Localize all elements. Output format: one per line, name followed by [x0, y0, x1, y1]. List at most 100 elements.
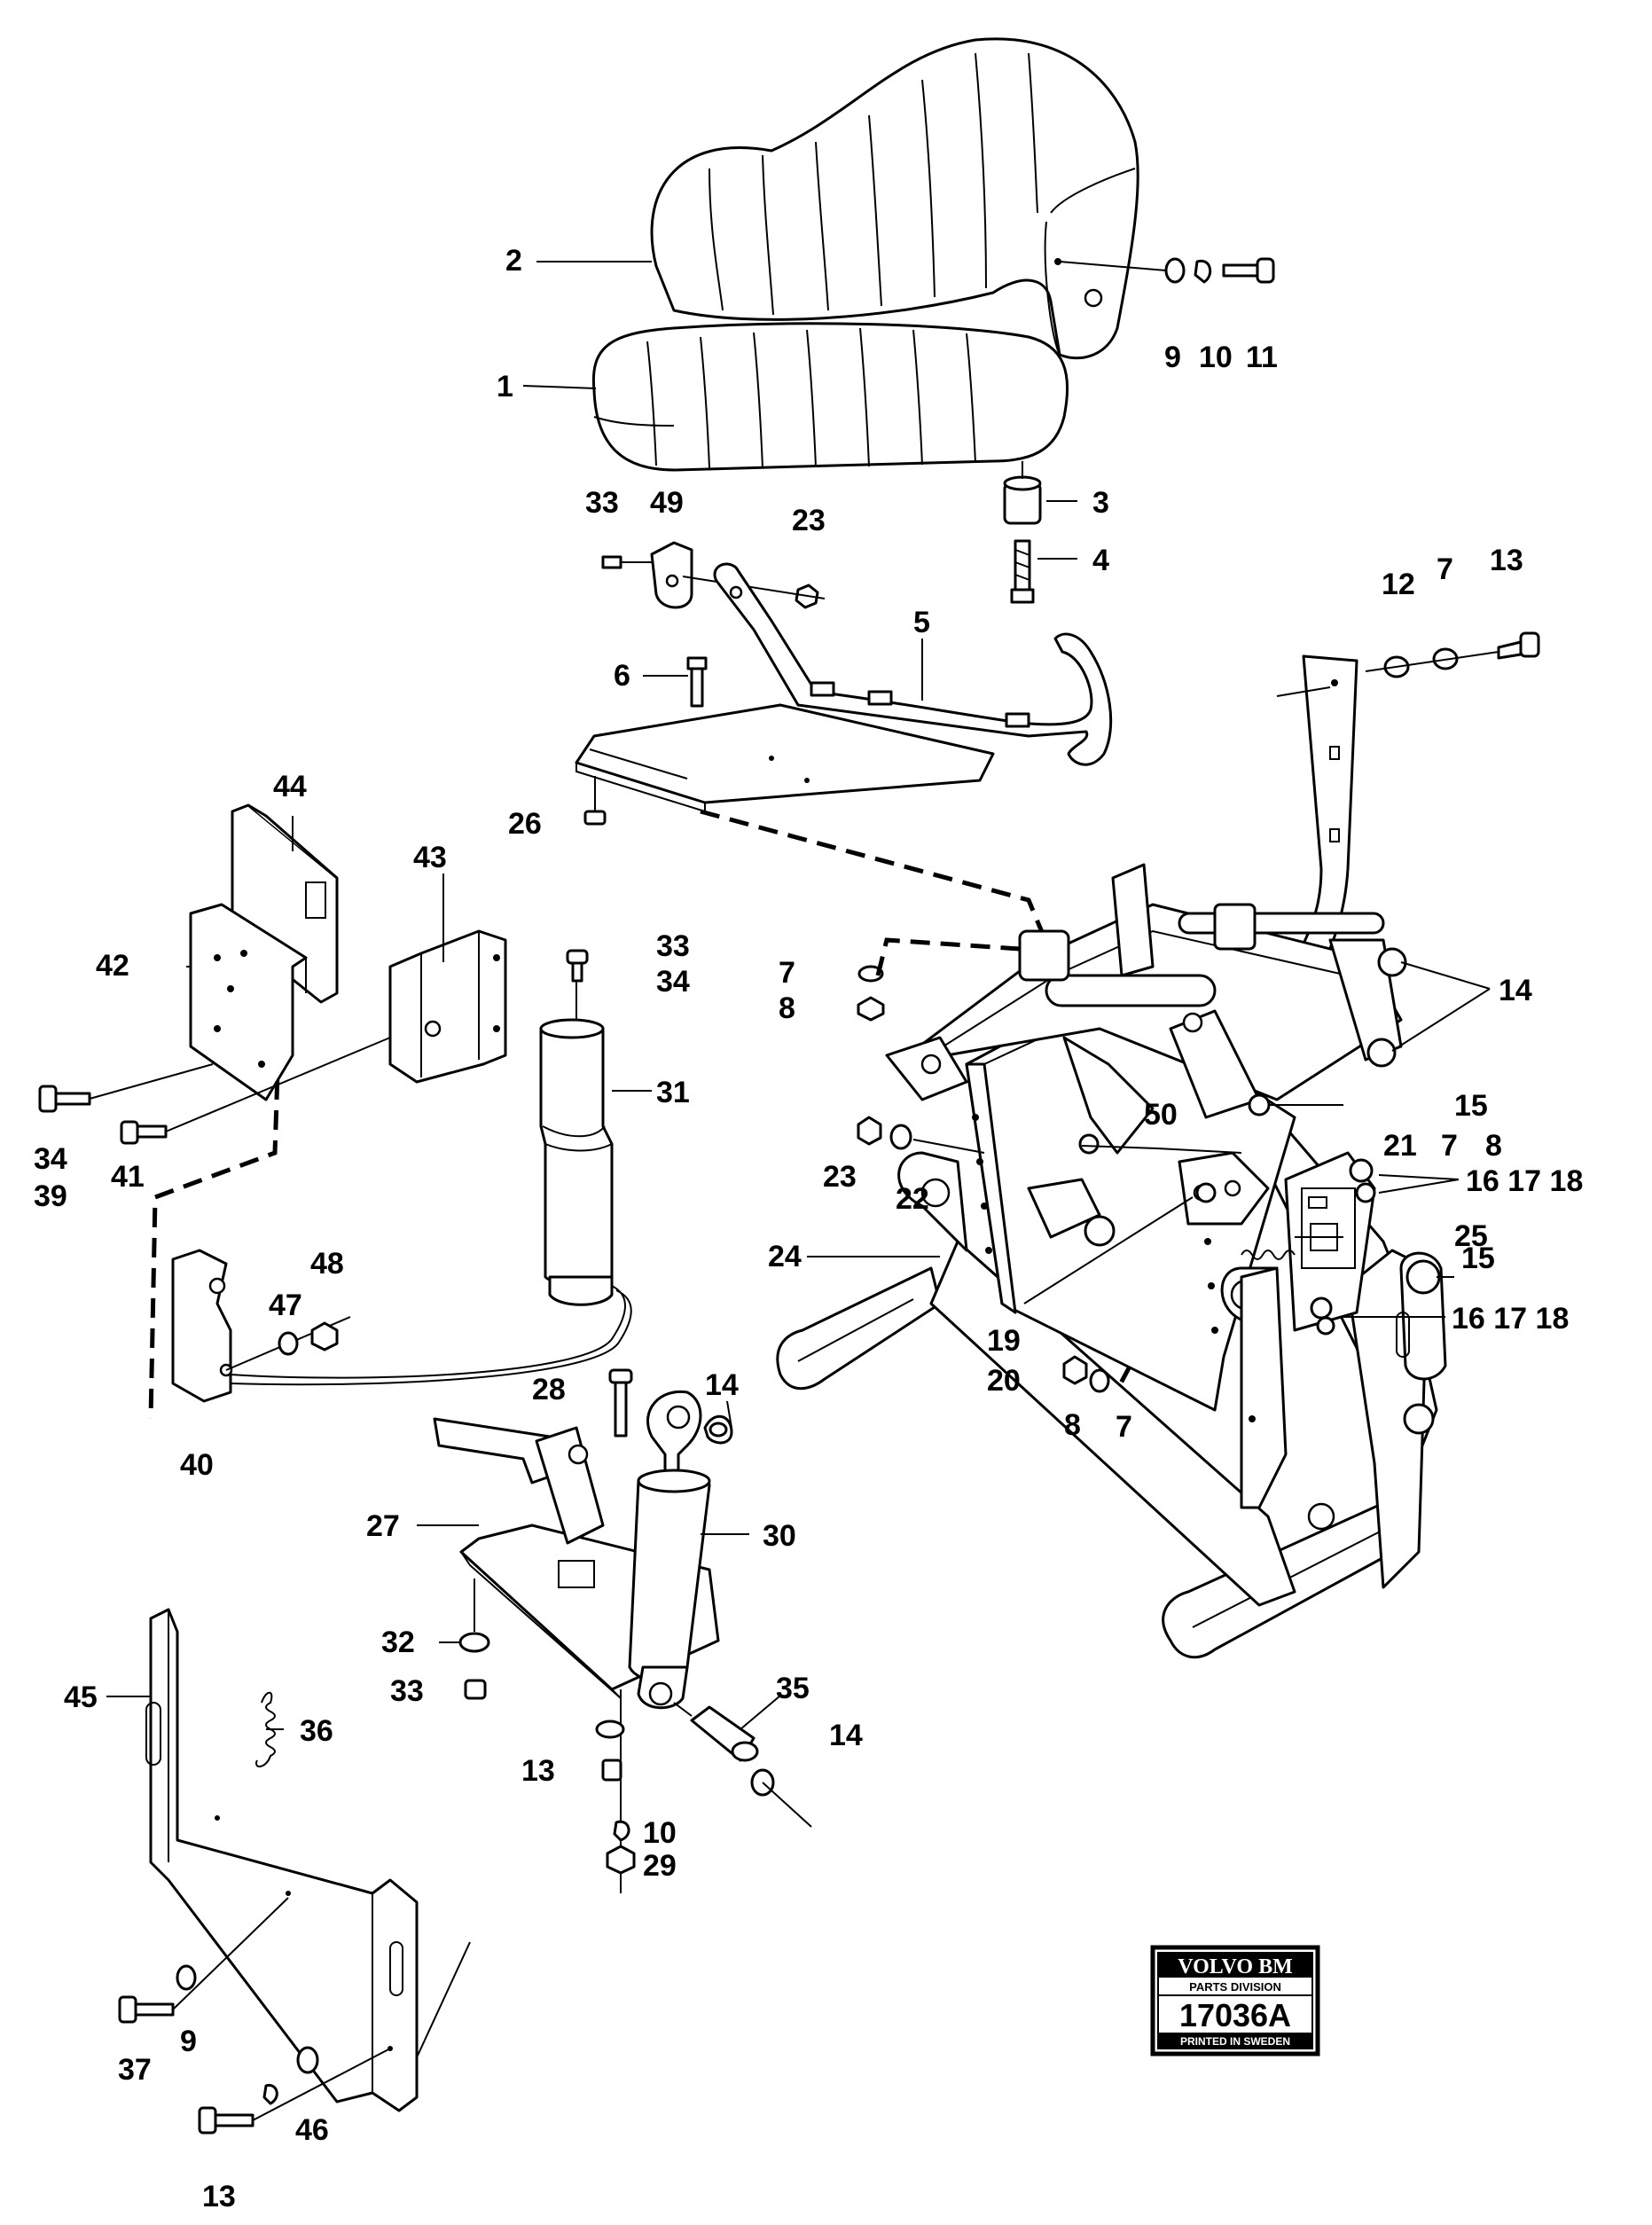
- screw-37-washer-9-drawing: [118, 1897, 289, 2024]
- stamp-number: 17036A: [1179, 1997, 1291, 2033]
- callout-8-lower: 8: [1064, 1408, 1081, 1442]
- screw-34-39-drawing: [38, 1063, 214, 1113]
- callout-40: 40: [180, 1448, 214, 1482]
- screw-13-washers-7-46-drawing: [198, 2046, 391, 2135]
- callout-labels: 1 2 3 4 5 6 7 7 7 8 8 9 9 10 10 11 12 13…: [34, 244, 1583, 2213]
- callout-43: 43: [413, 841, 447, 874]
- screw-41-drawing: [120, 1037, 391, 1145]
- callout-23: 23: [792, 504, 826, 537]
- stamp-brand: VOLVO BM: [1178, 1955, 1293, 1978]
- callout-13-lower: 13: [202, 2180, 236, 2213]
- callout-10: 10: [1199, 341, 1233, 374]
- callout-22: 22: [896, 1182, 929, 1216]
- callout-33-plate: 33: [390, 1674, 424, 1708]
- pin-35-drawing: [673, 1702, 759, 1762]
- nut-washer-7-8-upper-drawing: [857, 937, 1021, 1022]
- air-hose-drawing: [230, 1285, 626, 1379]
- valve-40-drawing: [171, 1249, 351, 1403]
- bracket-42-drawing: [189, 903, 308, 1101]
- callout-21-8: 8: [1485, 1129, 1502, 1163]
- backrest-fasteners-drawing: [1059, 257, 1275, 284]
- screw-28-drawing: [608, 1368, 633, 1438]
- callout-30: 30: [763, 1519, 796, 1553]
- seat-cushion-drawing: [591, 322, 1069, 472]
- callout-28: 28: [532, 1373, 566, 1406]
- callout-32: 32: [381, 1626, 415, 1659]
- callout-24: 24: [768, 1240, 802, 1273]
- bushing-14-lower-drawing: [750, 1768, 812, 1828]
- callout-21: 21: [1383, 1129, 1417, 1163]
- assembly-line-plate-to-frame: [700, 809, 1053, 954]
- bushing-14-upper-drawing: [703, 1415, 733, 1445]
- callout-20: 20: [987, 1364, 1021, 1398]
- callout-46: 46: [295, 2113, 329, 2147]
- callout-31: 31: [656, 1076, 690, 1109]
- rubber-buffer-drawing: [1003, 461, 1042, 525]
- callout-14-upper: 14: [705, 1368, 739, 1402]
- damper-30-drawing: [628, 1390, 711, 1710]
- callout-33-spring: 33: [656, 929, 690, 963]
- callout-13-mid: 13: [521, 1754, 555, 1788]
- screw-6-drawing: [686, 656, 708, 708]
- callout-48: 48: [310, 1247, 344, 1281]
- seat-frame-5-drawing: [713, 562, 1113, 766]
- callout-14: 14: [1499, 974, 1532, 1007]
- nut-washer-22-23-drawing: [857, 1116, 985, 1154]
- callout-7-seat: 7: [1437, 552, 1453, 586]
- nut-23-drawing: [682, 576, 826, 609]
- callout-35: 35: [776, 1672, 810, 1705]
- bracket-45-drawing: [145, 1608, 471, 2112]
- callout-4: 4: [1092, 544, 1109, 577]
- callout-leaders: [106, 261, 1491, 1730]
- callout-36: 36: [300, 1714, 333, 1748]
- callout-29: 29: [643, 1849, 677, 1883]
- nut-washer-7-8-lower-drawing: [1062, 1355, 1110, 1393]
- callout-10-lower: 10: [643, 1816, 677, 1850]
- callout-49: 49: [650, 486, 684, 520]
- callout-9-lower: 9: [180, 2025, 197, 2058]
- fastener-stack-drawing: [595, 1689, 636, 1893]
- callout-27: 27: [366, 1509, 400, 1543]
- callout-3: 3: [1092, 486, 1109, 520]
- callout-8-frame: 7: [1116, 1410, 1132, 1444]
- callout-11: 11: [1246, 341, 1278, 374]
- callout-7-frame: 7: [779, 956, 795, 990]
- callout-5: 5: [913, 606, 930, 639]
- callout-47: 47: [269, 1289, 302, 1322]
- suspension-frame-drawing: [776, 863, 1447, 1659]
- callout-12: 12: [1382, 568, 1415, 601]
- callout-1: 1: [497, 370, 513, 403]
- bracket-49-drawing: [601, 541, 693, 609]
- stamp-division: PARTS DIVISION: [1189, 1980, 1281, 1994]
- seat-backrest-drawing: [650, 37, 1139, 360]
- callout-44: 44: [273, 770, 307, 803]
- callout-23-frame: 23: [823, 1160, 857, 1194]
- callout-21-7: 7: [1441, 1129, 1458, 1163]
- callout-42: 42: [96, 949, 129, 983]
- callout-13: 13: [1490, 544, 1523, 577]
- stamp-printed: PRINTED IN SWEDEN: [1180, 2035, 1290, 2048]
- volvo-bm-parts-stamp: VOLVO BM PARTS DIVISION 17036A PRINTED I…: [1150, 1945, 1320, 2057]
- callout-33-seat: 33: [585, 486, 619, 520]
- callout-16-17-18-lower: 16 17 18: [1452, 1302, 1569, 1336]
- callout-6: 6: [614, 659, 630, 693]
- callout-34-spring: 34: [656, 965, 690, 999]
- callout-45: 45: [64, 1681, 98, 1714]
- callout-8: 8: [779, 991, 795, 1025]
- callout-16-17-18: 16 17 18: [1466, 1164, 1583, 1198]
- callout-39: 39: [34, 1179, 67, 1213]
- callout-34: 34: [34, 1142, 67, 1176]
- gas-spring-31-drawing: [539, 949, 614, 1306]
- callout-14-lower: 14: [829, 1719, 863, 1752]
- callout-19: 19: [987, 1324, 1021, 1358]
- callout-9: 9: [1164, 341, 1181, 374]
- washer-32-screw-33-drawing: [458, 1579, 490, 1700]
- callout-15-lower: 15: [1461, 1242, 1495, 1275]
- callout-26: 26: [508, 807, 542, 841]
- assembly-line-mount-to-latch: [148, 1019, 282, 1420]
- screw-4-drawing: [1010, 539, 1035, 604]
- callout-37: 37: [118, 2053, 152, 2087]
- callout-25: 25: [1454, 1219, 1488, 1253]
- callout-15: 15: [1454, 1089, 1488, 1123]
